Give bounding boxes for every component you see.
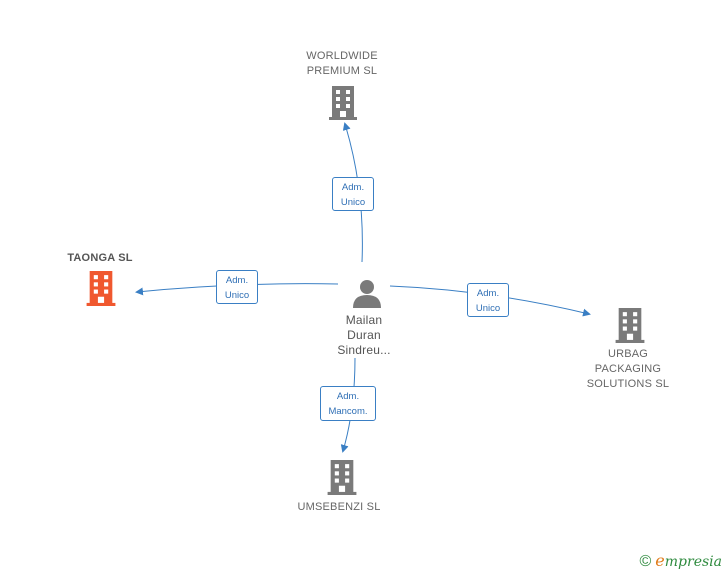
- node-urbag-line1: URBAG: [607, 348, 649, 360]
- edge-label-umsebenzi-line1: Adm.: [336, 391, 360, 402]
- edge-label-taonga-line1: Adm.: [225, 275, 249, 286]
- node-taonga-line1: TAONGA SL: [67, 252, 133, 264]
- edge-label-taonga: Adm. Unico: [216, 270, 258, 304]
- node-umsebenzi-label[interactable]: UMSEBENZI SL: [279, 500, 399, 515]
- edge-label-taonga-line2: Unico: [224, 290, 250, 301]
- node-urbag-line2: PACKAGING: [594, 363, 662, 375]
- node-urbag-label[interactable]: URBAG PACKAGING SOLUTIONS SL: [568, 347, 688, 392]
- node-worldwide-label[interactable]: WORLDWIDE PREMIUM SL: [292, 49, 392, 79]
- edge-label-worldwide-line2: Unico: [340, 197, 366, 208]
- edge-label-umsebenzi: Adm. Mancom.: [320, 386, 376, 421]
- node-person-label[interactable]: Mailan Duran Sindreu...: [314, 313, 414, 358]
- edge-label-urbag: Adm. Unico: [467, 283, 509, 317]
- edge-label-urbag-line2: Unico: [475, 303, 501, 314]
- edge-label-worldwide: Adm. Unico: [332, 177, 374, 211]
- node-urbag-line3: SOLUTIONS SL: [586, 378, 670, 390]
- node-worldwide-line1: WORLDWIDE: [306, 50, 378, 62]
- brand-rest: mpresia: [664, 554, 722, 570]
- building-icon[interactable]: [615, 308, 645, 343]
- edge-label-urbag-line1: Adm.: [476, 288, 500, 299]
- node-person-line3: Sindreu...: [337, 343, 391, 357]
- edge-label-umsebenzi-line2: Mancom.: [328, 406, 368, 417]
- node-taonga-label[interactable]: TAONGA SL: [50, 251, 150, 266]
- node-umsebenzi-line1: UMSEBENZI SL: [297, 501, 381, 513]
- building-icon[interactable]: [327, 460, 357, 495]
- edge-label-worldwide-line1: Adm.: [341, 182, 365, 193]
- node-person-line1: Mailan: [345, 313, 383, 327]
- building-icon[interactable]: [329, 86, 357, 120]
- empresia-watermark: ©empresia: [640, 551, 723, 571]
- node-worldwide-line2: PREMIUM SL: [306, 65, 378, 77]
- copyright-symbol: ©: [639, 553, 652, 570]
- person-icon[interactable]: [352, 278, 382, 308]
- node-person-line2: Duran: [347, 328, 381, 342]
- brand-initial: e: [655, 551, 665, 570]
- building-icon[interactable]: [86, 271, 116, 306]
